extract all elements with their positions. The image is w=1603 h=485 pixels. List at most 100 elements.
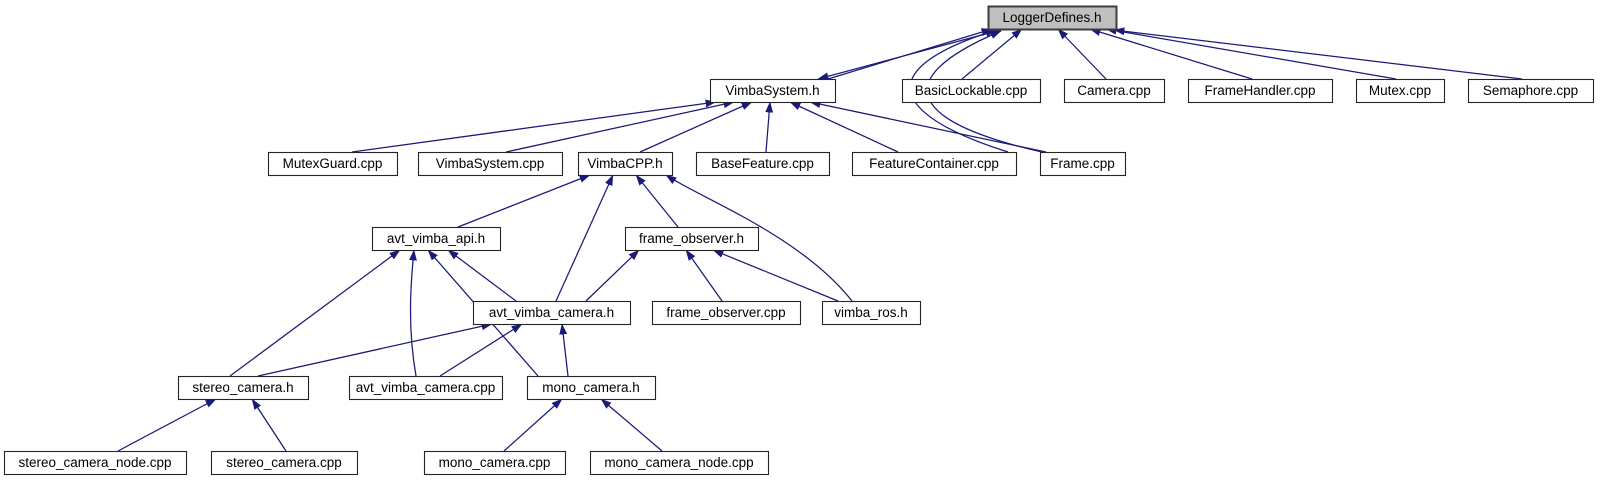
- graph-node-label: vimba_ros.h: [834, 305, 908, 320]
- edge-stereo_camera_cpp-to-stereo_camera_h: [251, 398, 287, 452]
- node-BasicLockable_cpp[interactable]: BasicLockable.cpp: [901, 78, 1042, 104]
- graph-node-box[interactable]: [1467, 78, 1595, 104]
- graph-node-label: Mutex.cpp: [1369, 83, 1431, 98]
- node-Frame_cpp[interactable]: Frame.cpp: [1039, 151, 1127, 177]
- node-stereo_camera_h[interactable]: stereo_camera.h: [177, 375, 310, 401]
- graph-node-label: VimbaSystem.cpp: [436, 156, 545, 171]
- graph-node-label: mono_camera_node.cpp: [604, 455, 753, 470]
- graph-node-label: BaseFeature.cpp: [711, 156, 814, 171]
- node-mono_camera_cpp[interactable]: mono_camera.cpp: [423, 450, 567, 476]
- graph-node-box[interactable]: [624, 226, 760, 252]
- edge-avt_vimba_camera_h-to-VimbaCPP_h: [555, 174, 614, 302]
- edge-vimba_ros_h-to-VimbaCPP_h: [665, 174, 853, 302]
- graph-node-box[interactable]: [417, 151, 564, 177]
- edge-vimba_ros_h-to-frame_observer_h: [712, 249, 839, 302]
- edge-BasicLockable_cpp-to-LoggerDefines_h: [961, 28, 1023, 80]
- node-VimbaSystem_cpp[interactable]: VimbaSystem.cpp: [417, 151, 564, 177]
- edge-FrameHandler_cpp-to-LoggerDefines_h: [1089, 28, 1253, 80]
- graph-node-box[interactable]: [709, 78, 837, 104]
- graph-node-box[interactable]: [526, 375, 657, 401]
- edge-frame_observer_cpp-to-frame_observer_h: [685, 249, 723, 302]
- node-FeatureContainer_cpp[interactable]: FeatureContainer.cpp: [851, 151, 1018, 177]
- edge-FeatureContainer_cpp-to-VimbaSystem_h: [789, 101, 899, 153]
- edge-avt_vimba_camera_h-to-frame_observer_h: [585, 249, 640, 302]
- graph-node-label: FrameHandler.cpp: [1204, 83, 1315, 98]
- node-vimba_ros_h[interactable]: vimba_ros.h: [821, 300, 922, 326]
- graph-node-box[interactable]: [695, 151, 831, 177]
- graph-node-box[interactable]: [472, 300, 632, 326]
- node-BaseFeature_cpp[interactable]: BaseFeature.cpp: [695, 151, 831, 177]
- edge-BaseFeature_cpp-to-VimbaSystem_h: [765, 101, 774, 153]
- node-MutexGuard_cpp[interactable]: MutexGuard.cpp: [267, 151, 399, 177]
- graph-node-box[interactable]: [1355, 78, 1446, 104]
- graph-node-label: mono_camera.h: [542, 380, 640, 395]
- edge-avt_vimba_camera_cpp-to-avt_vimba_camera_h: [439, 323, 523, 377]
- graph-node-box[interactable]: [371, 226, 502, 252]
- graph-node-box[interactable]: [651, 300, 802, 326]
- edge-avt_vimba_camera_cpp-to-avt_vimba_api_h: [409, 249, 417, 377]
- graph-node-box[interactable]: [348, 375, 504, 401]
- node-Semaphore_cpp[interactable]: Semaphore.cpp: [1467, 78, 1595, 104]
- edge-Mutex_cpp-to-LoggerDefines_h: [1105, 26, 1397, 80]
- node-mono_camera_node_cpp[interactable]: mono_camera_node.cpp: [589, 450, 770, 476]
- graph-node-label: Camera.cpp: [1077, 83, 1151, 98]
- node-LoggerDefines_h[interactable]: LoggerDefines.h: [987, 5, 1118, 31]
- node-stereo_camera_cpp[interactable]: stereo_camera.cpp: [210, 450, 359, 476]
- node-stereo_camera_node_cpp[interactable]: stereo_camera_node.cpp: [3, 450, 188, 476]
- graph-node-label: MutexGuard.cpp: [283, 156, 383, 171]
- graph-node-label: avt_vimba_camera.cpp: [356, 380, 496, 395]
- edge-VimbaCPP_h-to-VimbaSystem_h: [639, 101, 753, 153]
- edge-mono_camera_h-to-avt_vimba_camera_h: [559, 323, 569, 377]
- edge-stereo_camera_h-to-avt_vimba_api_h: [229, 249, 401, 377]
- graph-node-label: BasicLockable.cpp: [915, 83, 1028, 98]
- graph-node-box[interactable]: [1039, 151, 1127, 177]
- graph-node-box[interactable]: [589, 450, 770, 476]
- node-Camera_cpp[interactable]: Camera.cpp: [1063, 78, 1166, 104]
- edge-frame_observer_h-to-VimbaCPP_h: [635, 174, 679, 228]
- edge-VimbaSystem_cpp-to-VimbaSystem_h: [505, 100, 735, 153]
- node-frame_observer_h[interactable]: frame_observer.h: [624, 226, 760, 252]
- edge-Camera_cpp-to-LoggerDefines_h: [1057, 28, 1107, 80]
- node-VimbaCPP_h[interactable]: VimbaCPP.h: [577, 151, 674, 177]
- graph-node-box[interactable]: [177, 375, 310, 401]
- graph-node-box[interactable]: [901, 78, 1042, 104]
- node-avt_vimba_camera_cpp[interactable]: avt_vimba_camera.cpp: [348, 375, 504, 401]
- node-frame_observer_cpp[interactable]: frame_observer.cpp: [651, 300, 802, 326]
- node-mono_camera_h[interactable]: mono_camera.h: [526, 375, 657, 401]
- graph-node-label: VimbaCPP.h: [587, 156, 662, 171]
- edge-layer: [117, 26, 1523, 452]
- graph-node-label: frame_observer.cpp: [666, 305, 785, 320]
- edge-stereo_camera_h-to-avt_vimba_camera_h: [257, 322, 493, 377]
- node-VimbaSystem_h[interactable]: VimbaSystem.h: [709, 78, 837, 104]
- graph-node-box[interactable]: [821, 300, 922, 326]
- edge-avt_vimba_camera_h-to-avt_vimba_api_h: [447, 249, 517, 302]
- graph-node-label: stereo_camera.cpp: [226, 455, 342, 470]
- graph-node-label: LoggerDefines.h: [1002, 10, 1101, 25]
- graph-node-box[interactable]: [423, 450, 567, 476]
- graph-node-box[interactable]: [210, 450, 359, 476]
- edge-Frame_cpp-to-VimbaSystem_h: [809, 100, 1047, 153]
- edge-mono_camera_cpp-to-mono_camera_h: [503, 398, 563, 452]
- edge-Semaphore_cpp-to-LoggerDefines_h: [1113, 27, 1523, 80]
- graph-node-box[interactable]: [577, 151, 674, 177]
- graph-node-box[interactable]: [851, 151, 1018, 177]
- node-FrameHandler_cpp[interactable]: FrameHandler.cpp: [1187, 78, 1334, 104]
- node-avt_vimba_camera_h[interactable]: avt_vimba_camera.h: [472, 300, 632, 326]
- edge-mono_camera_node_cpp-to-mono_camera_h: [600, 398, 663, 452]
- graph-node-label: avt_vimba_api.h: [387, 231, 485, 246]
- graph-node-label: frame_observer.h: [639, 231, 744, 246]
- graph-node-box[interactable]: [1063, 78, 1166, 104]
- graph-node-label: VimbaSystem.h: [725, 83, 819, 98]
- node-avt_vimba_api_h[interactable]: avt_vimba_api.h: [371, 226, 502, 252]
- graph-node-box[interactable]: [3, 450, 188, 476]
- edge-stereo_camera_node_cpp-to-stereo_camera_h: [117, 398, 217, 452]
- graph-node-box-root[interactable]: [987, 5, 1118, 31]
- graph-node-box[interactable]: [1187, 78, 1334, 104]
- node-Mutex_cpp[interactable]: Mutex.cpp: [1355, 78, 1446, 104]
- graph-node-label: mono_camera.cpp: [439, 455, 551, 470]
- graph-node-box[interactable]: [267, 151, 399, 177]
- graph-node-label: avt_vimba_camera.h: [489, 305, 614, 320]
